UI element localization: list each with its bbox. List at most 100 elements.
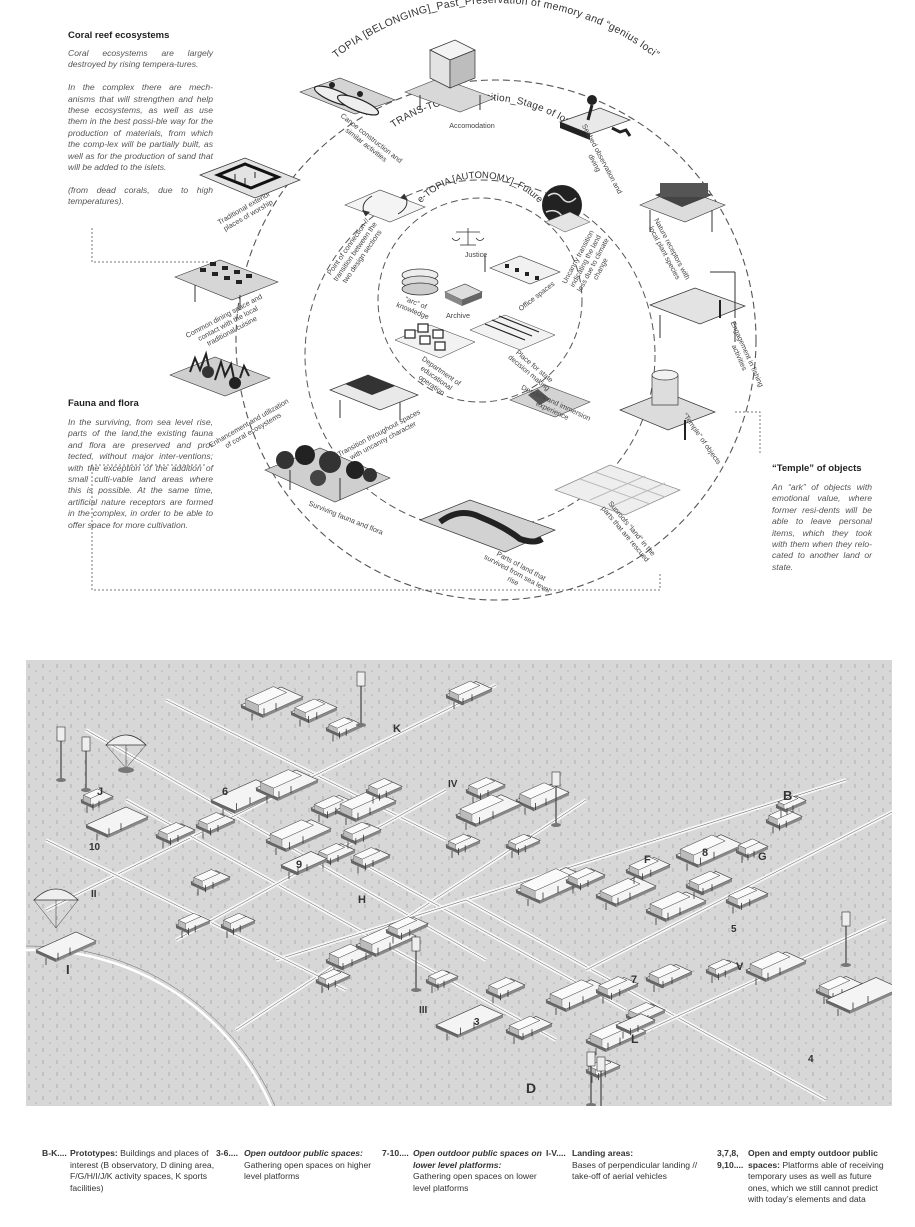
knowledge-arc-tile bbox=[401, 268, 439, 296]
platform bbox=[155, 822, 196, 849]
transition-spaces-tile bbox=[329, 374, 419, 420]
platform bbox=[505, 1015, 553, 1044]
platform bbox=[280, 851, 328, 879]
platform bbox=[85, 806, 149, 841]
map-label: III bbox=[419, 1005, 428, 1016]
legend-text: Gathering open spaces on lower level pla… bbox=[413, 1171, 537, 1193]
outer-label: Nature receptors withlocal plant species bbox=[645, 217, 693, 286]
wind-turbines bbox=[56, 671, 851, 1106]
platform bbox=[445, 680, 493, 709]
temple-title: “Temple” of objects bbox=[772, 463, 862, 474]
office-tile bbox=[484, 255, 561, 285]
map-label: F bbox=[644, 854, 651, 866]
accomodation-tile bbox=[404, 39, 496, 113]
outer-tiles bbox=[169, 39, 746, 553]
platform bbox=[350, 847, 391, 874]
legend-text: Bases of perpendicular landing // take-o… bbox=[572, 1159, 698, 1182]
seabed-tile bbox=[559, 95, 632, 140]
coral-title: Coral reef ecosystems bbox=[68, 30, 170, 41]
platform bbox=[425, 969, 459, 993]
platform bbox=[565, 867, 606, 894]
map-label: K bbox=[393, 723, 401, 735]
landing-dome-upper bbox=[105, 734, 147, 773]
platform bbox=[315, 968, 351, 993]
platform bbox=[685, 870, 733, 899]
platform bbox=[625, 856, 671, 884]
platform bbox=[385, 916, 429, 944]
inner-ring-title: e-TOPIA [AUTONOMY]_Future bbox=[415, 170, 544, 205]
fauna-title: Fauna and flora bbox=[68, 398, 139, 409]
descent-tile bbox=[509, 384, 591, 418]
platform bbox=[240, 686, 304, 721]
middle-label: Transition throughout spaceswith uncanny… bbox=[336, 407, 426, 466]
education-tile bbox=[394, 323, 476, 359]
platform bbox=[645, 891, 707, 925]
fauna-text: In the surviving, from sea level rise, p… bbox=[68, 417, 213, 530]
platform bbox=[35, 931, 97, 965]
platform bbox=[675, 834, 744, 871]
legend-key: B-K.... bbox=[42, 1148, 67, 1158]
legend-text: Buildings and places of interest (B obse… bbox=[70, 1148, 215, 1193]
wind-turbine bbox=[81, 736, 91, 792]
outer-label: Engagement in fishingactivities bbox=[721, 320, 766, 392]
wind-turbine bbox=[586, 1051, 596, 1106]
middle-tiles bbox=[329, 185, 591, 420]
map-label: II bbox=[91, 889, 97, 900]
wind-turbine bbox=[841, 911, 851, 967]
outer-label: Enhancement and utilizationof coral ecos… bbox=[207, 396, 294, 456]
platform bbox=[485, 977, 526, 1004]
outer-ring bbox=[235, 79, 757, 601]
inner-tiles bbox=[394, 228, 561, 359]
platform bbox=[325, 943, 373, 974]
map-label: 3 bbox=[474, 1017, 480, 1028]
platform bbox=[265, 819, 332, 855]
platform bbox=[735, 838, 769, 863]
map-label: B bbox=[783, 788, 792, 803]
legend-text: Gathering open spaces on higher level pl… bbox=[244, 1159, 372, 1182]
inner-label: “arc” ofknowledge bbox=[395, 292, 433, 321]
wind-turbine bbox=[551, 771, 561, 827]
wind-turbine bbox=[56, 726, 66, 782]
map-label: J bbox=[97, 786, 103, 798]
platform bbox=[195, 812, 236, 839]
map-label: 6 bbox=[222, 786, 228, 798]
legend-title: Open outdoor public spaces on lower leve… bbox=[413, 1148, 542, 1170]
corals-tile bbox=[169, 350, 271, 397]
legend-title: Open and empty outdoor public spaces: bbox=[748, 1148, 878, 1170]
outer-label: Surviving fauna and flora bbox=[307, 499, 384, 537]
legend-key: 3,7,8, 9,10.... bbox=[717, 1148, 744, 1170]
landing-domes bbox=[33, 734, 147, 929]
wind-turbine bbox=[356, 671, 366, 727]
platform bbox=[315, 843, 356, 869]
inner-label: Office spaces bbox=[517, 279, 557, 313]
map-label: 9 bbox=[296, 859, 302, 871]
outer-label: Traditional exteriorplaces of worship bbox=[216, 189, 277, 234]
decision-tile bbox=[469, 314, 556, 351]
outer-label: Common dining space andcontact with the … bbox=[184, 292, 272, 355]
outer-label: Accomodation bbox=[449, 121, 495, 130]
globe-tile bbox=[542, 185, 591, 233]
fauna-tile bbox=[264, 445, 391, 503]
map-label: V bbox=[736, 961, 744, 973]
worship-tile bbox=[199, 157, 301, 199]
map-label: 10 bbox=[89, 842, 101, 853]
platform bbox=[190, 869, 231, 896]
outer-label: “Temple” of objects bbox=[681, 411, 723, 466]
platforms bbox=[35, 680, 892, 1083]
middle-label: Uncanny transitionindicating the landlos… bbox=[560, 228, 618, 297]
middle-ring bbox=[304, 179, 656, 531]
temple-tile bbox=[619, 369, 716, 440]
map-label: 5 bbox=[731, 924, 737, 935]
legend-title: Prototypes: bbox=[70, 1148, 118, 1158]
platform bbox=[325, 717, 363, 742]
outer-label: Parts of land thatsurvived from sea leve… bbox=[479, 545, 556, 603]
platform bbox=[615, 1013, 656, 1039]
platform bbox=[725, 886, 769, 914]
platform bbox=[290, 698, 338, 727]
archive-tile bbox=[444, 283, 483, 306]
wind-turbine bbox=[596, 1056, 606, 1106]
map-label: I bbox=[66, 962, 70, 977]
connection-tile bbox=[344, 189, 426, 223]
